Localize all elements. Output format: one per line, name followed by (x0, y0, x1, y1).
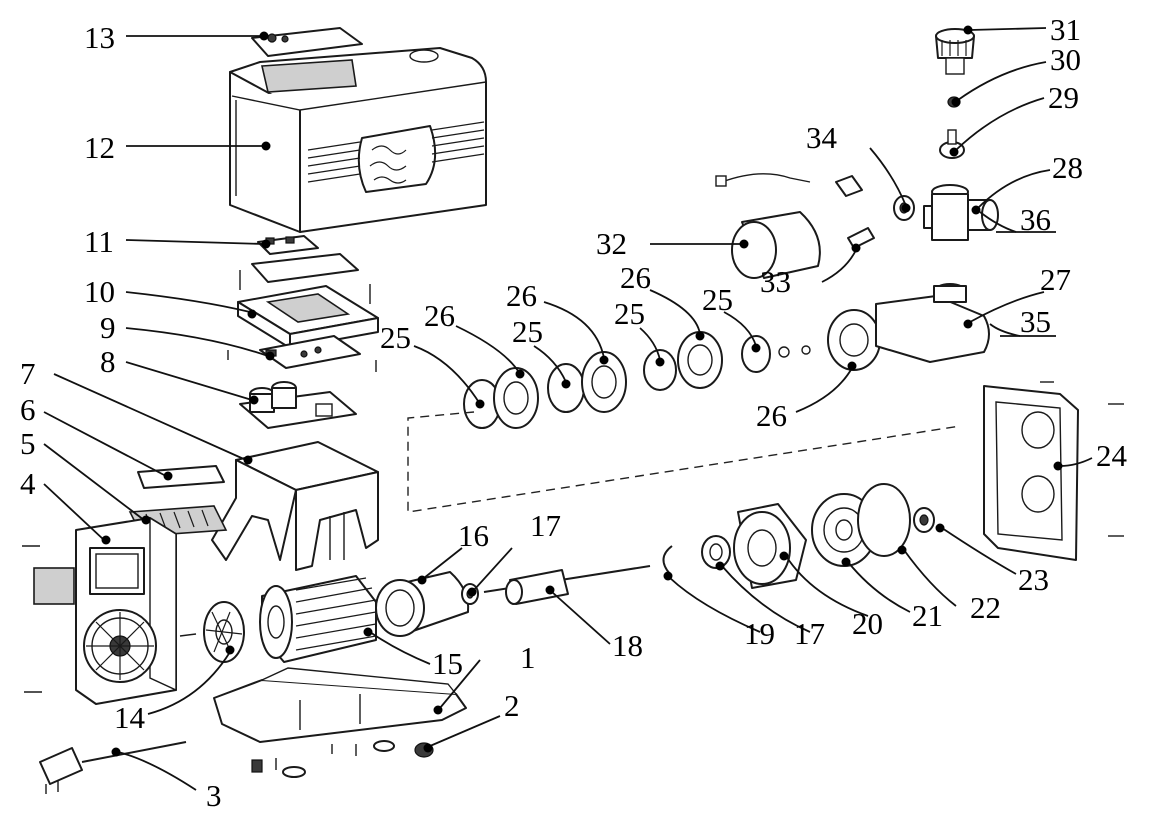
part-1-base (213, 667, 467, 743)
callout-11: 11 (84, 224, 114, 259)
callout-7: 7 (20, 356, 36, 391)
callout-31: 31 (1050, 12, 1081, 47)
assembly-guide-dashed (407, 411, 961, 513)
callout-29: 29 (1048, 80, 1079, 115)
callout-33: 33 (760, 264, 791, 299)
part-2-feet (251, 740, 434, 778)
callout-10: 10 (84, 274, 115, 309)
callout-12: 12 (84, 130, 115, 165)
part-22-o-ring (857, 483, 911, 557)
part-15-stator (259, 575, 377, 663)
callout-25-c: 25 (614, 296, 645, 331)
callout-3: 3 (206, 778, 222, 813)
part-28-outlet-tee (923, 184, 999, 241)
part-24-base-frame (983, 381, 1124, 561)
callout-32: 32 (596, 226, 627, 261)
callout-26-a: 26 (424, 298, 455, 333)
callout-25-b: 25 (512, 314, 543, 349)
part-16-motor-can (375, 571, 470, 637)
callout-15: 15 (432, 646, 463, 681)
callout-26-b: 26 (506, 278, 537, 313)
part-26-impeller-1 (493, 367, 539, 429)
callout-18: 18 (612, 628, 643, 663)
callout-28: 28 (1052, 150, 1083, 185)
callout-35: 35 (1020, 304, 1051, 339)
part-4-front-panel (22, 516, 197, 705)
callout-8: 8 (100, 344, 116, 379)
callout-25-a: 25 (380, 320, 411, 355)
part-20-end-bell (733, 503, 807, 589)
part-26-impeller-2 (581, 351, 627, 413)
part-8-capacitor-board (239, 381, 357, 429)
part-10-control-box (237, 285, 379, 349)
part-33-connector (847, 227, 875, 249)
callout-13: 13 (84, 20, 115, 55)
callout-22: 22 (970, 590, 1001, 625)
part-3-power-cord (39, 741, 187, 794)
callout-36: 36 (1020, 202, 1051, 237)
part-7-bracket (211, 441, 379, 571)
part-25-diffuser-4 (741, 335, 811, 373)
leaders (43, 25, 1093, 791)
callout-17-right: 17 (794, 616, 825, 651)
screws-10 (239, 270, 371, 304)
part-18-shaft (483, 565, 651, 605)
callout-20: 20 (852, 606, 883, 641)
part-26-impeller-4 (827, 309, 881, 371)
part-17-bearing-right (701, 535, 731, 569)
part-27-pump-chamber (875, 283, 990, 363)
callout-9: 9 (100, 310, 116, 345)
pressure-switch-cable (715, 173, 863, 197)
part-13-top-plate (251, 27, 363, 57)
part-6-label (137, 465, 225, 489)
part-23-seal (913, 507, 935, 533)
part-19-circlip (662, 545, 673, 575)
part-31-flow-switch (935, 28, 975, 75)
part-14-fan (203, 601, 245, 663)
part-25-diffuser-3 (643, 349, 677, 391)
callout-16: 16 (458, 518, 489, 553)
callout-5: 5 (20, 426, 36, 461)
callout-17-left: 17 (530, 508, 561, 543)
callout-labels: 13 12 11 10 9 8 7 6 5 4 14 15 16 17 18 1… (20, 12, 1128, 813)
callout-30: 30 (1050, 42, 1081, 77)
callout-23: 23 (1018, 562, 1049, 597)
callout-14: 14 (114, 700, 146, 735)
callout-6: 6 (20, 392, 36, 427)
callout-1: 1 (520, 640, 536, 675)
callout-25-d: 25 (702, 282, 733, 317)
part-12-housing (229, 47, 487, 233)
callout-27: 27 (1040, 262, 1071, 297)
callout-21: 21 (912, 598, 943, 633)
part-32-pressure-tank (731, 211, 821, 279)
part-11-display-board (251, 235, 359, 283)
callout-19: 19 (744, 616, 775, 651)
callout-34: 34 (806, 120, 838, 155)
callout-26-c: 26 (620, 260, 651, 295)
part-9-circuit-board (227, 335, 377, 372)
callout-4: 4 (20, 466, 36, 501)
callout-26-d: 26 (756, 398, 787, 433)
callout-24: 24 (1096, 438, 1128, 473)
callout-2: 2 (504, 688, 520, 723)
